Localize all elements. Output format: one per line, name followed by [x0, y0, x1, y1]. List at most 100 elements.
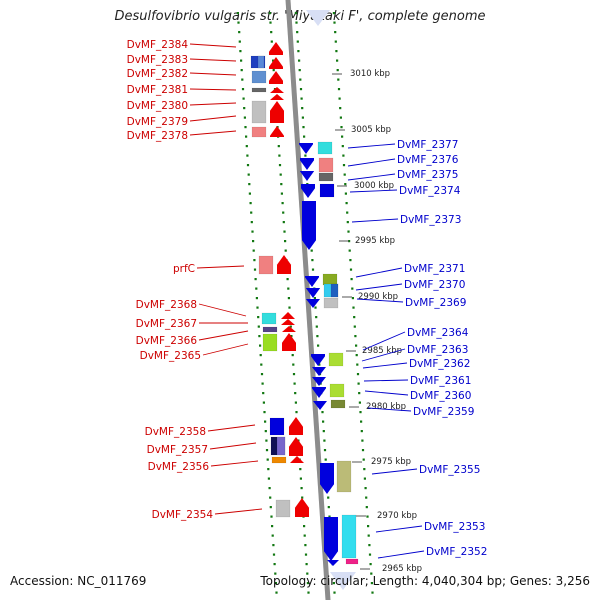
forward-gene-arrow: [306, 299, 320, 308]
reverse-gene-label: DvMF_2383: [127, 54, 188, 66]
reverse-gene-arrow: [270, 101, 284, 123]
track-tick: [334, 31, 337, 34]
track-tick: [302, 126, 305, 129]
forward-leader-line: [375, 525, 423, 533]
forward-gene-label: DvMF_2376: [397, 154, 459, 166]
forward-gene-label: DvMF_2353: [424, 521, 485, 533]
track-tick: [355, 354, 358, 357]
track-tick: [349, 268, 353, 271]
track-tick: [243, 116, 246, 119]
track-tick: [241, 78, 244, 81]
reverse-gene-arrow: [270, 94, 284, 100]
track-tick: [299, 468, 302, 471]
track-tick: [348, 240, 351, 243]
forward-gene-label: DvMF_2362: [409, 358, 470, 370]
forward-leader-line: [371, 468, 418, 475]
track-tick: [352, 306, 355, 309]
track-tick: [339, 107, 342, 110]
track-tick: [360, 420, 363, 423]
reverse-leader-line: [210, 460, 259, 467]
track-tick: [284, 249, 287, 252]
forward-leader-line: [367, 407, 412, 412]
reverse-gene-label: DvMF_2378: [127, 130, 188, 142]
reverse-leader-line: [198, 330, 249, 341]
track-tick: [260, 363, 263, 366]
gene-label-layer: DvMF_2384DvMF_2383DvMF_2382DvMF_2381DvMF…: [127, 39, 487, 559]
track-tick: [282, 211, 285, 214]
track-tick: [275, 591, 278, 594]
reverse-gene-label: DvMF_2354: [152, 509, 214, 521]
forward-gene-label: DvMF_2369: [405, 297, 466, 309]
track-tick: [333, 21, 336, 24]
track-tick: [238, 40, 241, 43]
reverse-gene-arrow: [282, 333, 296, 351]
track-tick: [258, 335, 261, 338]
track-tick: [268, 487, 271, 490]
track-tick: [294, 12, 297, 15]
track-tick: [358, 401, 361, 404]
track-tick: [246, 164, 250, 167]
track-tick: [272, 553, 276, 556]
scale-tick-label: 2995 kbp: [355, 236, 395, 246]
track-tick: [300, 97, 303, 100]
track-tick: [262, 392, 265, 395]
reverse-gene-arrow: [277, 255, 291, 274]
track-tick: [246, 154, 249, 157]
forward-gene-arrow: [299, 143, 313, 154]
reverse-gene-label: DvMF_2368: [136, 299, 197, 311]
reverse-gene-arrow: [269, 42, 283, 55]
feature-box: [336, 460, 352, 493]
forward-leader-line: [349, 189, 398, 193]
scale-tick-label: 2970 kbp: [377, 511, 417, 521]
forward-gene-arrow: [311, 354, 325, 366]
track-tick: [283, 230, 286, 233]
track-tick: [363, 477, 366, 480]
forward-gene-arrow: [305, 276, 319, 287]
forward-leader-line: [362, 331, 406, 351]
forward-gene-label: DvMF_2359: [413, 406, 474, 418]
track-tick: [289, 325, 292, 328]
accession-text: Accession: NC_011769: [10, 574, 147, 588]
reverse-gene-arrow: [289, 417, 303, 435]
track-tick: [244, 126, 247, 129]
forward-gene-arrow: [312, 387, 326, 398]
track-tick: [278, 164, 282, 167]
track-tick: [240, 69, 243, 72]
reverse-gene-label: prfC: [173, 263, 195, 275]
track-tick: [266, 458, 269, 461]
feature-box: [319, 183, 335, 198]
track-tick: [282, 221, 285, 224]
track-tick: [323, 449, 327, 452]
track-tick: [301, 107, 304, 110]
track-tick: [357, 382, 360, 385]
track-tick: [298, 59, 301, 62]
track-tick: [341, 145, 344, 148]
forward-gene-label: DvMF_2360: [410, 390, 471, 402]
track-tick: [324, 458, 327, 461]
track-tick: [353, 325, 356, 328]
track-tick: [360, 430, 363, 433]
forward-leader-line: [361, 348, 406, 362]
track-tick: [322, 430, 325, 433]
reverse-gene-arrow: [270, 126, 284, 137]
track-tick: [316, 335, 319, 338]
track-tick: [250, 211, 253, 214]
forward-gene-arrow: [312, 377, 326, 386]
feature-box: [341, 514, 357, 559]
track-tick: [254, 278, 257, 281]
forward-gene-arrow: [306, 288, 320, 298]
track-tick: [271, 525, 274, 528]
track-tick: [334, 40, 337, 43]
track-tick: [322, 420, 325, 423]
track-tick: [356, 363, 359, 366]
reverse-leader-line: [207, 424, 256, 432]
feature-box: [251, 70, 267, 84]
reverse-leader-line: [189, 88, 237, 91]
track-tick: [270, 31, 273, 34]
track-tick: [368, 553, 372, 556]
forward-gene-arrow: [320, 463, 334, 494]
forward-leader-line: [362, 362, 408, 369]
forward-leader-line: [351, 218, 399, 223]
track-tick: [280, 183, 283, 186]
track-tick: [271, 534, 274, 537]
